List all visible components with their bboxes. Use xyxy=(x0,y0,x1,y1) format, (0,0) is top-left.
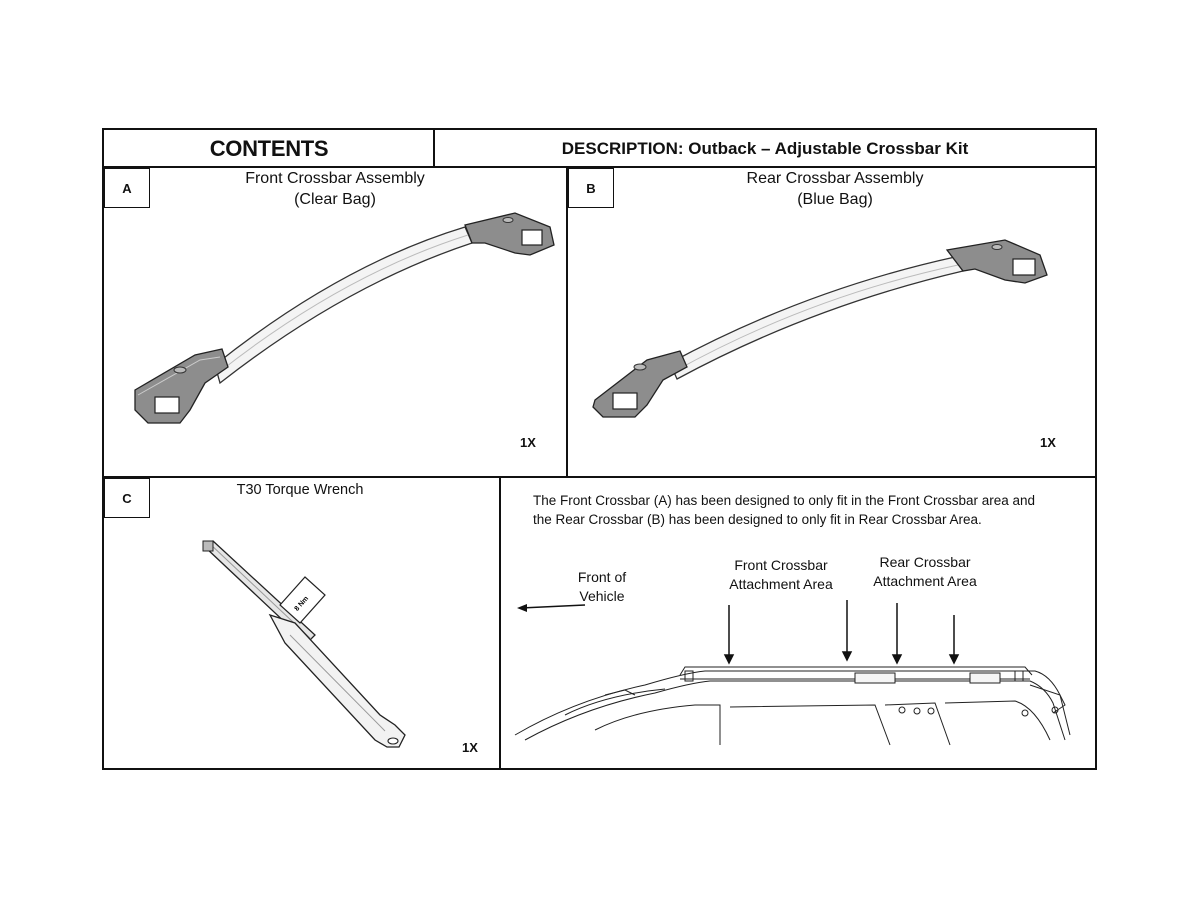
item-c-title: T30 Torque Wrench xyxy=(236,482,364,498)
fitment-note: The Front Crossbar (A) has been designed… xyxy=(533,491,1083,529)
row1-column-divider xyxy=(566,166,568,477)
item-a-letter: A xyxy=(104,168,150,208)
rear-attachment-line1: Rear Crossbar xyxy=(879,554,971,570)
item-b-title-line1: Rear Crossbar Assembly xyxy=(746,170,924,187)
fitment-note-line1: The Front Crossbar (A) has been designed… xyxy=(533,493,1036,508)
item-a-title: Front Crossbar Assembly (Clear Bag) xyxy=(200,168,470,210)
item-a-title-line2: (Clear Bag) xyxy=(294,191,376,208)
table-border-top xyxy=(102,128,1097,130)
table-border-left xyxy=(102,128,104,770)
item-b-quantity: 1X xyxy=(1040,435,1056,450)
front-of-vehicle-label: Front of Vehicle xyxy=(560,568,644,606)
item-a-title-line1: Front Crossbar Assembly xyxy=(245,170,425,187)
front-attachment-line1: Front Crossbar xyxy=(734,557,828,573)
item-a-quantity: 1X xyxy=(520,435,536,450)
front-of-vehicle-line2: Vehicle xyxy=(579,588,625,604)
rear-crossbar-illustration xyxy=(592,239,1048,418)
fitment-note-line2: the Rear Crossbar (B) has been designed … xyxy=(533,512,982,527)
torque-wrench-illustration: 8 Nm xyxy=(202,540,406,748)
item-b-letter: B xyxy=(568,168,614,208)
front-attachment-line2: Attachment Area xyxy=(729,576,833,592)
row2-column-divider xyxy=(499,476,501,770)
front-of-vehicle-line1: Front of xyxy=(577,569,627,585)
attachment-arrows-icon xyxy=(723,600,960,665)
rear-attachment-area-label: Rear Crossbar Attachment Area xyxy=(860,553,990,591)
vehicle-roof-outline xyxy=(514,666,1071,746)
roof-diagram xyxy=(514,600,1071,746)
rear-attachment-line2: Attachment Area xyxy=(873,573,977,589)
front-attachment-area-label: Front Crossbar Attachment Area xyxy=(716,556,846,594)
item-c-letter: C xyxy=(104,478,150,518)
item-b-title-line2: (Blue Bag) xyxy=(797,191,873,208)
front-direction-arrow-icon xyxy=(517,604,586,612)
header-divider xyxy=(102,166,1097,168)
row-divider xyxy=(102,476,1097,478)
front-crossbar-illustration xyxy=(134,212,555,424)
header-column-divider xyxy=(433,128,435,167)
item-b-title: Rear Crossbar Assembly (Blue Bag) xyxy=(700,168,970,210)
item-c-quantity: 1X xyxy=(462,740,478,755)
contents-heading: CONTENTS xyxy=(209,135,329,161)
table-border-bottom xyxy=(102,768,1097,770)
table-border-right xyxy=(1095,128,1097,770)
description-heading: DESCRIPTION: Outback – Adjustable Crossb… xyxy=(561,138,969,158)
